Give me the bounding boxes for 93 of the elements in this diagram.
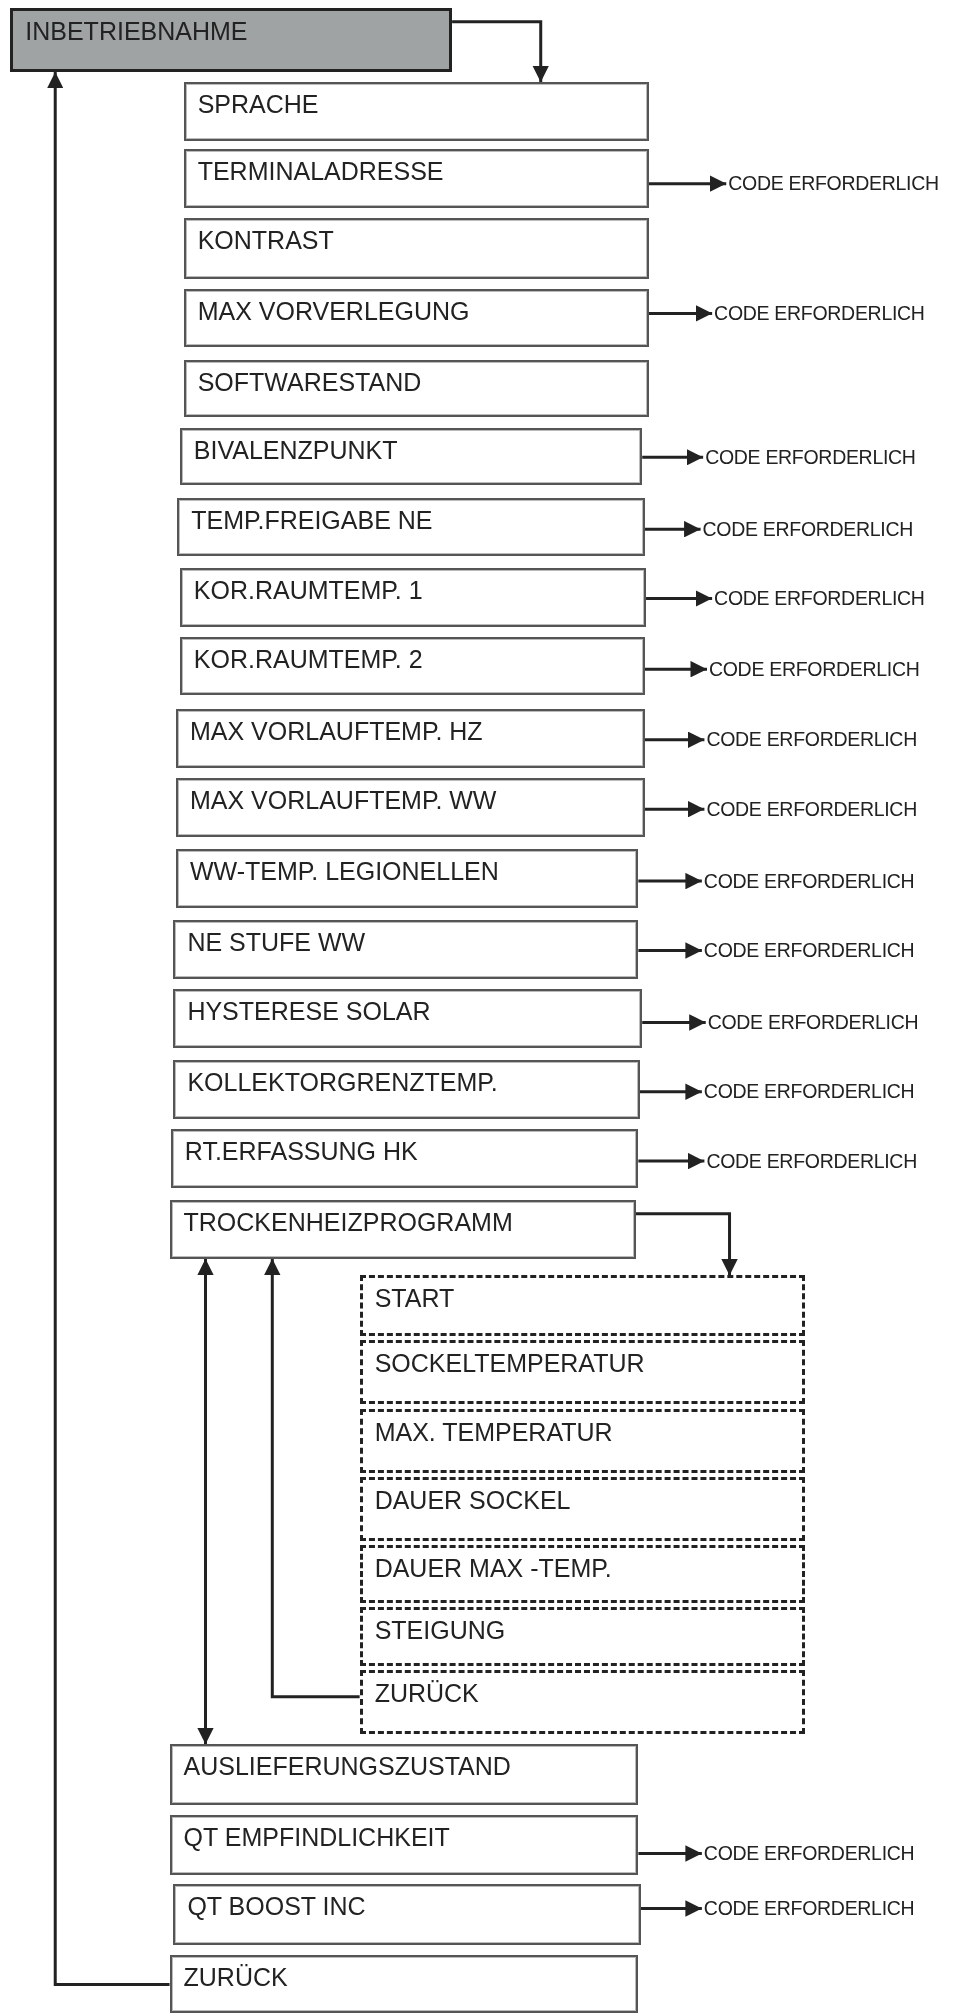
note-text: CODE ERFORDERLICH [706, 1149, 917, 1173]
submenu-item-box [359, 1545, 806, 1603]
menu-label: KOR.RAUMTEMP. 1 [193, 575, 423, 605]
arrow [638, 872, 702, 890]
arrow [452, 20, 549, 83]
menu-label: NE STUFE WW [187, 927, 366, 957]
menu-label: HYSTERESE SOLAR [187, 996, 431, 1026]
note-text: CODE ERFORDERLICH [706, 728, 917, 752]
menu-item-box [169, 1199, 636, 1259]
arrow [640, 1900, 702, 1917]
note-text: CODE ERFORDERLICH [705, 445, 916, 469]
note-text: CODE ERFORDERLICH [703, 869, 915, 893]
menu-label: MAX VORLAUFTEMP. HZ [189, 716, 483, 746]
menu-item-box [173, 919, 639, 979]
arrow [197, 1258, 214, 1745]
menu-label: MAX. TEMPERATUR [374, 1417, 613, 1447]
arrow [648, 305, 713, 322]
menu-label: ZURÜCK [183, 1962, 288, 1992]
note-text: CODE ERFORDERLICH [706, 797, 917, 821]
menu-item-box [175, 708, 645, 769]
menu-label: DAUER SOCKEL [374, 1486, 571, 1516]
menu-label: BIVALENZPUNKT [193, 435, 398, 465]
menu-label: START [374, 1284, 455, 1314]
note-text: CODE ERFORDERLICH [708, 657, 920, 681]
arrow [638, 1845, 702, 1862]
menu-label: KONTRAST [197, 226, 334, 256]
arrow [47, 71, 170, 1986]
menu-item-box [183, 289, 649, 347]
menu-label: TERMINALADRESSE [197, 157, 444, 186]
menu-item-box [169, 1814, 639, 1876]
submenu-item-box [359, 1669, 806, 1734]
menu-label: TROCKENHEIZPROGRAMM [183, 1207, 513, 1237]
menu-item-box [179, 637, 645, 695]
menu-label: STEIGUNG [374, 1615, 506, 1645]
arrow [646, 590, 713, 607]
menu-item-box [173, 1059, 640, 1119]
menu-label: MAX VORVERLEGUNG [197, 297, 470, 326]
note-text: CODE ERFORDERLICH [703, 1897, 915, 1921]
menu-item-box [183, 149, 649, 209]
arrow [644, 520, 701, 538]
menu-label: AUSLIEFERUNGSZUSTAND [183, 1752, 511, 1782]
menu-item-box [183, 218, 649, 279]
menu-item-box [169, 1744, 639, 1805]
menu-label: MAX VORLAUFTEMP. WW [189, 786, 497, 816]
menu-label: WW-TEMP. LEGIONELLEN [189, 856, 499, 886]
arrow [264, 1258, 360, 1699]
menu-label: RT.ERFASSUNG HK [184, 1136, 418, 1166]
note-text: CODE ERFORDERLICH [703, 1841, 915, 1865]
menu-item-box [175, 848, 639, 909]
menu-title-box [10, 7, 453, 72]
menu-item-box [177, 498, 645, 557]
menu-label: DAUER MAX -TEMP. [374, 1554, 612, 1584]
menu-item-box [179, 567, 647, 627]
menu-item-box [173, 988, 643, 1049]
note-text: CODE ERFORDERLICH [702, 517, 914, 541]
menu-item-box [169, 1954, 639, 2013]
arrow [644, 731, 705, 749]
menu-label: INBETRIEBNAHME [25, 16, 248, 46]
menu-label: KOLLEKTORGRENZTEMP. [187, 1067, 498, 1097]
menu-label: QT BOOST INC [187, 1892, 366, 1922]
submenu-item-box [359, 1408, 806, 1474]
submenu-item-box [359, 1606, 806, 1666]
menu-label: TEMP.FREIGABE NE [191, 506, 433, 536]
arrow [638, 942, 702, 959]
menu-label: KOR.RAUMTEMP. 2 [193, 645, 423, 675]
menu-item-box [183, 82, 649, 142]
menu-item-box [173, 1884, 641, 1945]
note-text: CODE ERFORDERLICH [703, 938, 915, 962]
note-text: CODE ERFORDERLICH [703, 1080, 915, 1104]
arrow [644, 660, 707, 678]
arrow [638, 1152, 705, 1170]
arrow [642, 1014, 706, 1031]
note-text: CODE ERFORDERLICH [707, 1010, 919, 1034]
menu-label: SOCKELTEMPERATUR [374, 1348, 645, 1378]
arrow [639, 1083, 702, 1100]
note-text: CODE ERFORDERLICH [728, 172, 939, 196]
menu-item-box [170, 1128, 639, 1189]
note-text: CODE ERFORDERLICH [714, 587, 925, 610]
menu-label: ZURÜCK [374, 1678, 479, 1708]
menu-item-box [183, 359, 649, 418]
submenu-item-box [359, 1339, 806, 1404]
arrow [642, 449, 704, 466]
submenu-item-box [359, 1477, 806, 1542]
note-text: CODE ERFORDERLICH [714, 301, 925, 325]
menu-label: SPRACHE [197, 90, 319, 120]
arrow [635, 1212, 738, 1276]
menu-label: SOFTWARESTAND [197, 367, 422, 397]
arrow [644, 800, 705, 818]
menu-item-box [175, 778, 645, 838]
arrow [648, 175, 727, 192]
submenu-item-box [359, 1275, 806, 1336]
menu-label: QT EMPFINDLICHKEIT [183, 1822, 450, 1852]
menu-item-box [179, 427, 643, 486]
